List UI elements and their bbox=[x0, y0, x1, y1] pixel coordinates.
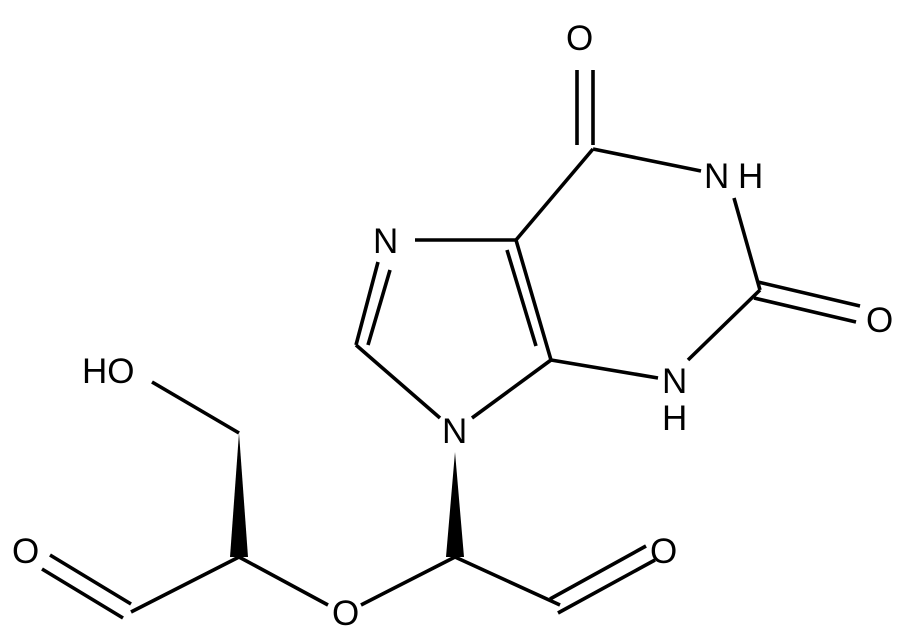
bond-n9-c4 bbox=[470, 358, 553, 420]
bond-c4-c5-inner bbox=[505, 249, 538, 347]
bond-n7-c8-inner bbox=[366, 269, 392, 346]
bond-c2-o-double-a bbox=[757, 280, 861, 308]
bond-ch-o-left bbox=[238, 555, 329, 607]
wedge-bond-n9-ch bbox=[446, 452, 464, 557]
atom-n1: N bbox=[704, 157, 729, 196]
bond-ch2-oh bbox=[151, 380, 240, 435]
bond-left-co-b bbox=[41, 567, 124, 620]
bond-c2-n3 bbox=[686, 288, 762, 362]
atom-labels: O N H O N H N N HO O O O bbox=[12, 19, 893, 633]
bonds bbox=[41, 70, 861, 620]
bond-n3-c4 bbox=[550, 358, 659, 380]
wedge-bond-ch-ch2 bbox=[230, 433, 248, 557]
bond-n1-c2 bbox=[732, 197, 762, 291]
atom-o-ether: O bbox=[332, 594, 359, 633]
atom-n9: N bbox=[442, 412, 467, 451]
atom-hydroxyl: HO bbox=[82, 352, 135, 391]
bond-right-co-a bbox=[557, 558, 656, 615]
atom-h-n1: H bbox=[738, 157, 763, 196]
bond-n7-c8 bbox=[354, 261, 380, 346]
bond-left-co-a bbox=[49, 553, 132, 606]
bond-ch-cho-left bbox=[130, 555, 240, 614]
atom-o-c2: O bbox=[866, 301, 893, 340]
atom-o-left-aldehyde: O bbox=[12, 532, 39, 571]
atom-n7: N bbox=[373, 222, 398, 261]
bond-c2-o-double-b bbox=[753, 296, 857, 324]
bond-c8-n9 bbox=[354, 343, 442, 420]
bond-ch-cho-right bbox=[454, 555, 561, 607]
atom-n3: N bbox=[662, 362, 687, 401]
atom-o-c6: O bbox=[566, 19, 593, 58]
bond-ch-o-right bbox=[360, 555, 456, 607]
bond-right-co-b bbox=[549, 544, 647, 601]
atom-o-right-aldehyde: O bbox=[650, 532, 677, 571]
bond-c4-c5 bbox=[514, 239, 553, 361]
atom-h-n3: H bbox=[662, 399, 687, 438]
bond-c5-c6 bbox=[514, 147, 595, 242]
bond-c6-n1 bbox=[592, 147, 702, 173]
